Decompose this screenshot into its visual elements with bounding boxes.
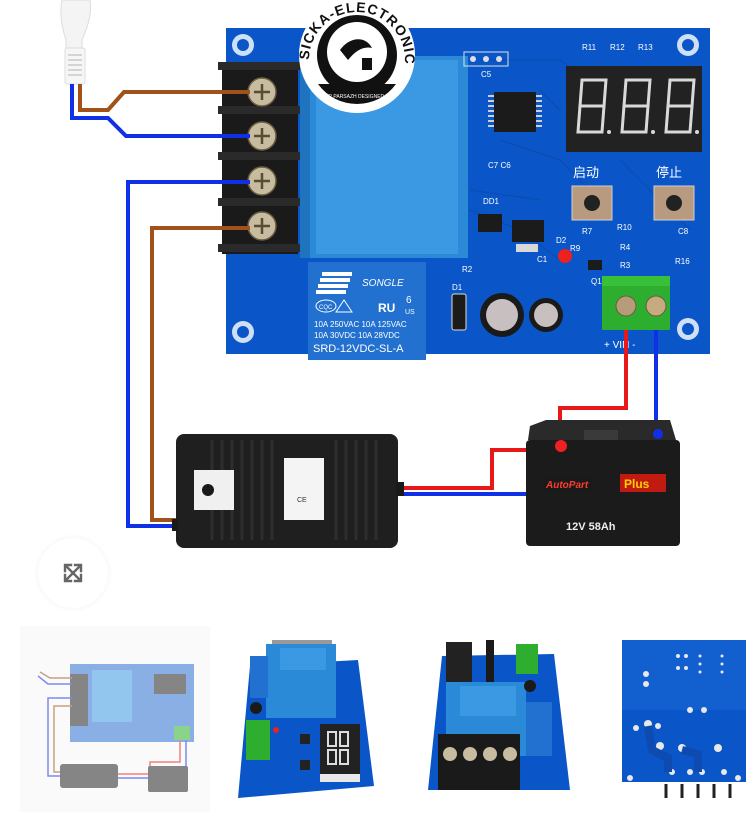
thumbnail-rear-view[interactable] xyxy=(608,626,746,812)
svg-text:R13: R13 xyxy=(638,43,653,52)
svg-text:Q1: Q1 xyxy=(591,277,602,286)
svg-text:R12: R12 xyxy=(610,43,625,52)
status-led xyxy=(558,249,572,263)
ac-plug xyxy=(60,0,92,85)
mounting-hole xyxy=(232,34,699,343)
svg-text:AutoPart: AutoPart xyxy=(545,480,589,491)
expand-icon xyxy=(63,563,83,583)
start-button[interactable] xyxy=(571,185,613,221)
seven-segment-display xyxy=(566,66,702,152)
svg-text:R16: R16 xyxy=(675,257,690,266)
svg-text:10A 250VAC 10A 125VAC: 10A 250VAC 10A 125VAC xyxy=(314,320,407,329)
relay-model: SRD-12VDC-SL-A xyxy=(313,343,404,355)
svg-text:R4: R4 xyxy=(620,243,631,252)
battery-charger: CE xyxy=(172,434,404,548)
svg-text:R9: R9 xyxy=(570,244,581,253)
stop-button[interactable] xyxy=(653,185,695,221)
thumbnail-strip xyxy=(0,626,746,816)
svg-text:RU: RU xyxy=(378,301,395,315)
thumbnail-wiring-diagram[interactable] xyxy=(20,626,210,812)
svg-text:D2: D2 xyxy=(556,236,567,245)
svg-text:R3: R3 xyxy=(620,261,631,270)
svg-text:R10: R10 xyxy=(617,223,632,232)
svg-text:D1: D1 xyxy=(452,283,463,292)
battery-spec: 12V 58Ah xyxy=(566,521,616,533)
svg-text:R2: R2 xyxy=(462,265,473,274)
stop-button-label: 停止 xyxy=(656,165,682,180)
watermark-tagline: IR PARSAZH DESIGNED xyxy=(327,94,385,100)
svg-text:R7: R7 xyxy=(582,227,593,236)
thumbnail-top-view[interactable] xyxy=(422,626,572,812)
svg-text:DD1: DD1 xyxy=(483,197,500,206)
svg-text:C1: C1 xyxy=(537,255,548,264)
svg-text:C7 C6: C7 C6 xyxy=(488,161,511,170)
svg-text:US: US xyxy=(405,309,415,316)
svg-text:Plus: Plus xyxy=(624,477,650,491)
svg-text:10A 30VDC 10A 28VDC: 10A 30VDC 10A 28VDC xyxy=(314,331,400,340)
svg-text:6: 6 xyxy=(406,295,412,306)
svg-text:CE: CE xyxy=(297,497,307,504)
svg-text:C8: C8 xyxy=(678,227,689,236)
svg-text:R11: R11 xyxy=(582,43,597,52)
expand-image-button[interactable] xyxy=(38,538,108,608)
svg-text:CQC: CQC xyxy=(319,305,333,311)
start-button-label: 启动 xyxy=(573,165,599,180)
vin-terminal xyxy=(602,276,670,330)
relay-brand: SONGLE xyxy=(362,278,404,289)
relay: SONGLE CQC RU 6 US 10A 250VAC 10A 125VAC… xyxy=(308,262,426,360)
car-battery: AutoPart Plus 12V 58Ah xyxy=(526,420,680,546)
thumbnail-angled-view[interactable] xyxy=(228,626,378,812)
svg-text:C5: C5 xyxy=(481,70,492,79)
vin-label: + VIN - xyxy=(604,340,635,351)
